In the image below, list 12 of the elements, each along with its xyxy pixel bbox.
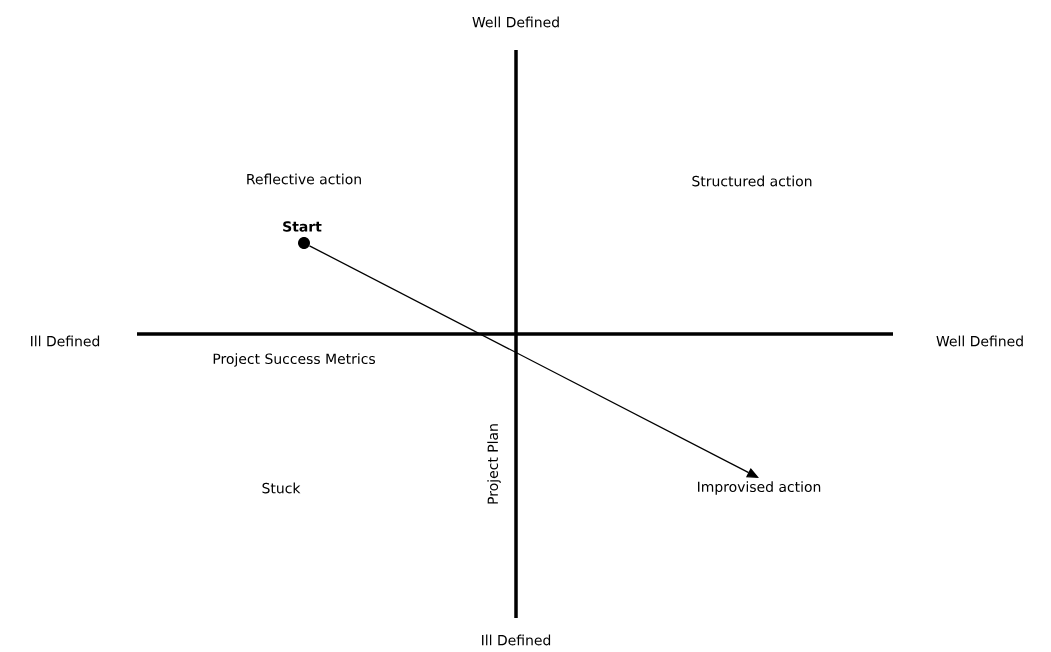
quadrant-label: Structured action	[692, 175, 812, 187]
quadrant-label: Stuck	[262, 482, 301, 494]
arrow	[308, 245, 759, 478]
start-label: Start	[283, 221, 322, 232]
axis-label: Well Defined	[472, 16, 559, 28]
axis-label: Ill Defined	[31, 335, 100, 347]
axis-label: Well Defined	[936, 335, 1023, 347]
axis-title: Project Plan	[487, 424, 501, 504]
axis-label: Ill Defined	[482, 634, 551, 646]
axis-title: Project Success Metrics	[213, 353, 375, 367]
quadrant-label: Reflective action	[247, 173, 361, 185]
quadrant-label: Improvised action	[698, 481, 821, 495]
